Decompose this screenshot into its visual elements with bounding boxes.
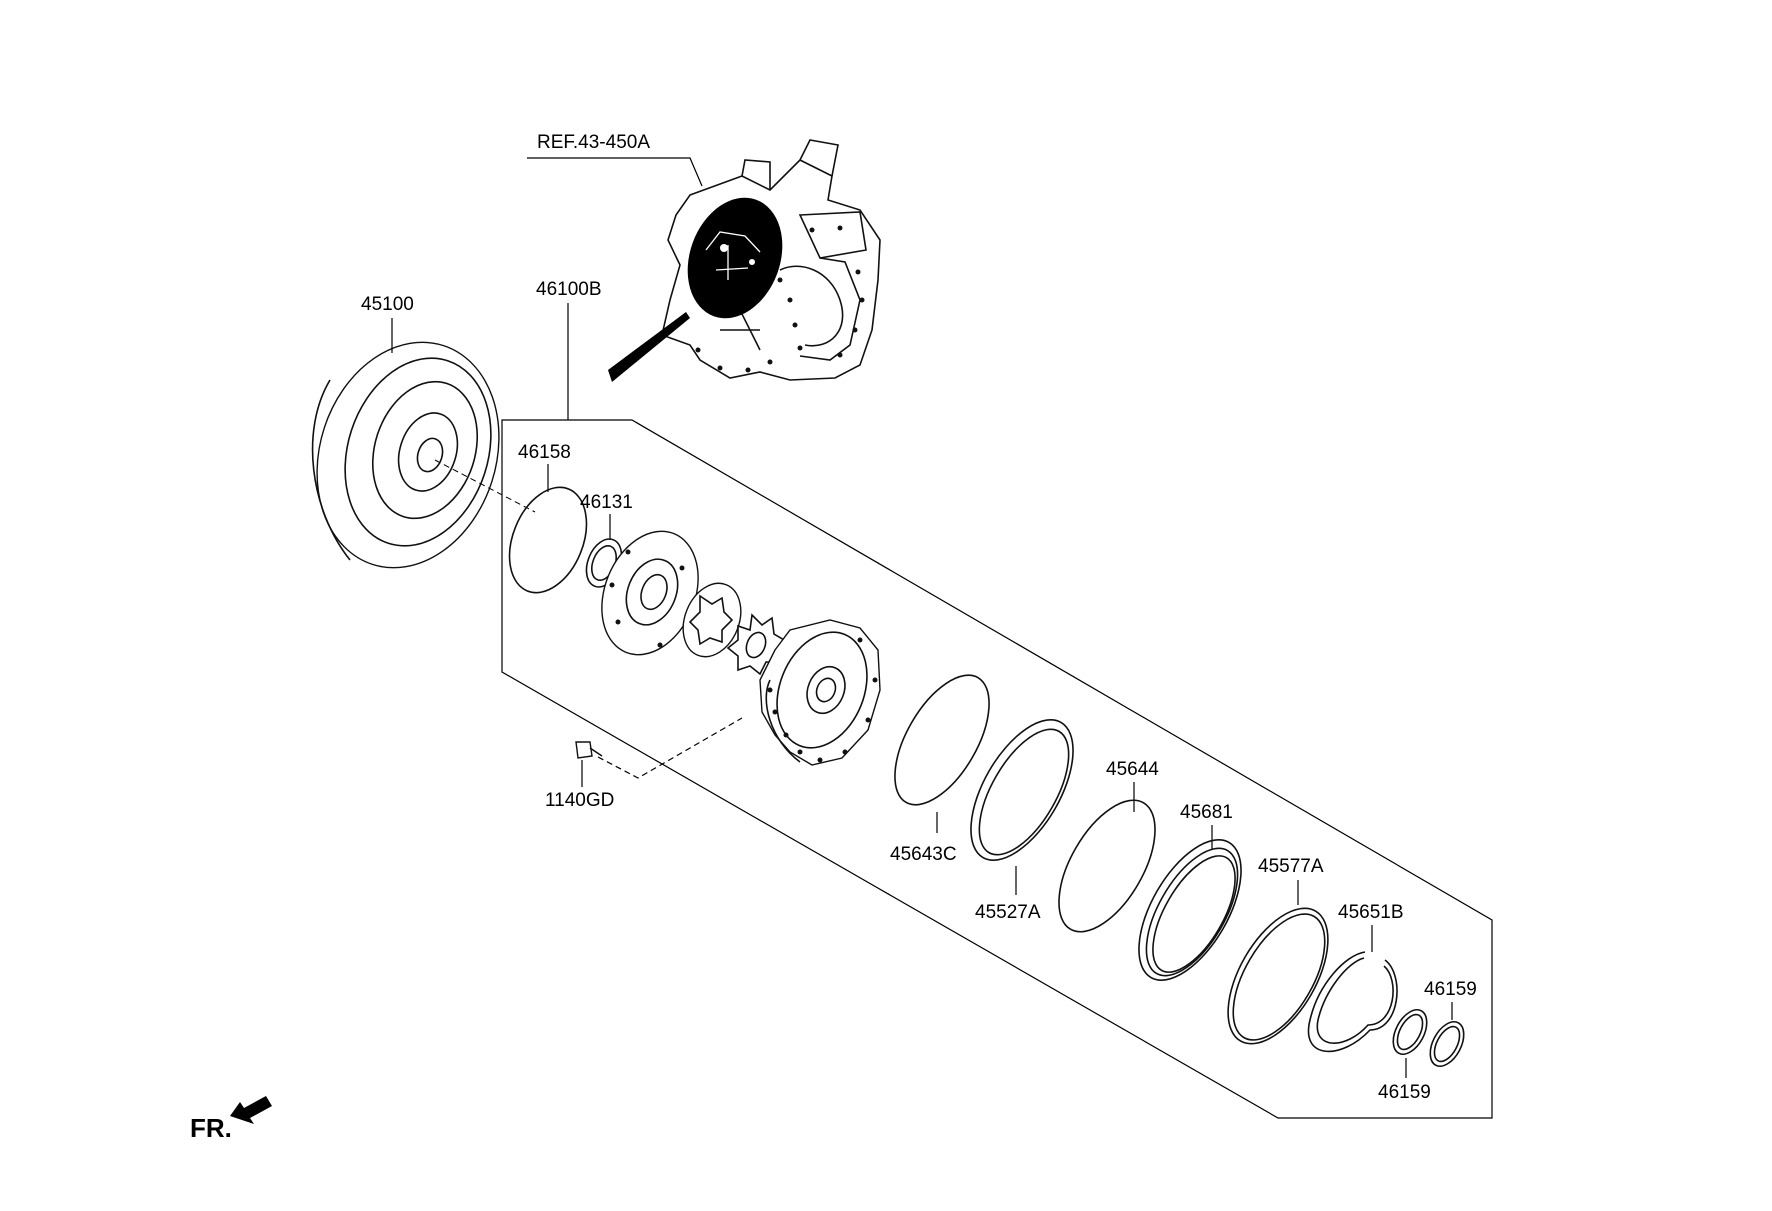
label-45100: 45100	[361, 294, 414, 315]
label-45527A: 45527A	[975, 902, 1041, 923]
seal-ring-46159-b	[1429, 1021, 1465, 1067]
outer-rotor-gear	[682, 582, 742, 658]
ref-label: REF.43-450A	[537, 132, 650, 153]
label-46158: 46158	[518, 442, 571, 463]
ring-45643C	[894, 674, 990, 806]
seal-ring-46159-a	[1392, 1009, 1428, 1055]
label-45651B: 45651B	[1338, 902, 1404, 923]
ref-leader-line	[527, 157, 703, 187]
snap-ring-45651B	[1307, 951, 1398, 1053]
callout-arrow	[608, 312, 690, 382]
o-ring-46158	[508, 486, 588, 594]
label-1140GD: 1140GD	[545, 790, 614, 811]
transmission-illustration	[608, 139, 881, 382]
band-45527A	[970, 719, 1074, 861]
label-45643C: 45643C	[890, 844, 957, 865]
front-indicator-label: FR.	[190, 1113, 232, 1143]
label-45681: 45681	[1180, 802, 1233, 823]
ring-45644	[1058, 799, 1156, 933]
label-45577A: 45577A	[1258, 856, 1324, 877]
assembly-outline	[501, 419, 1493, 1119]
label-45644: 45644	[1106, 759, 1159, 780]
label-46131: 46131	[580, 492, 633, 513]
centerline-dash	[434, 459, 536, 513]
bolt-dashed-leader	[597, 717, 743, 779]
label-46100B: 46100B	[536, 279, 602, 300]
ring-45577A	[1227, 907, 1329, 1045]
highlighted-pump-area	[687, 197, 783, 319]
label-46159-top: 46159	[1424, 979, 1477, 1000]
front-arrow-icon	[230, 1096, 272, 1124]
piston-45681	[1138, 839, 1242, 981]
bolt-1140GD	[575, 741, 603, 759]
label-46159-bottom: 46159	[1378, 1082, 1431, 1103]
torque-converter	[311, 341, 500, 569]
inner-rotor-gear	[726, 613, 786, 676]
pump-housing	[759, 619, 881, 766]
